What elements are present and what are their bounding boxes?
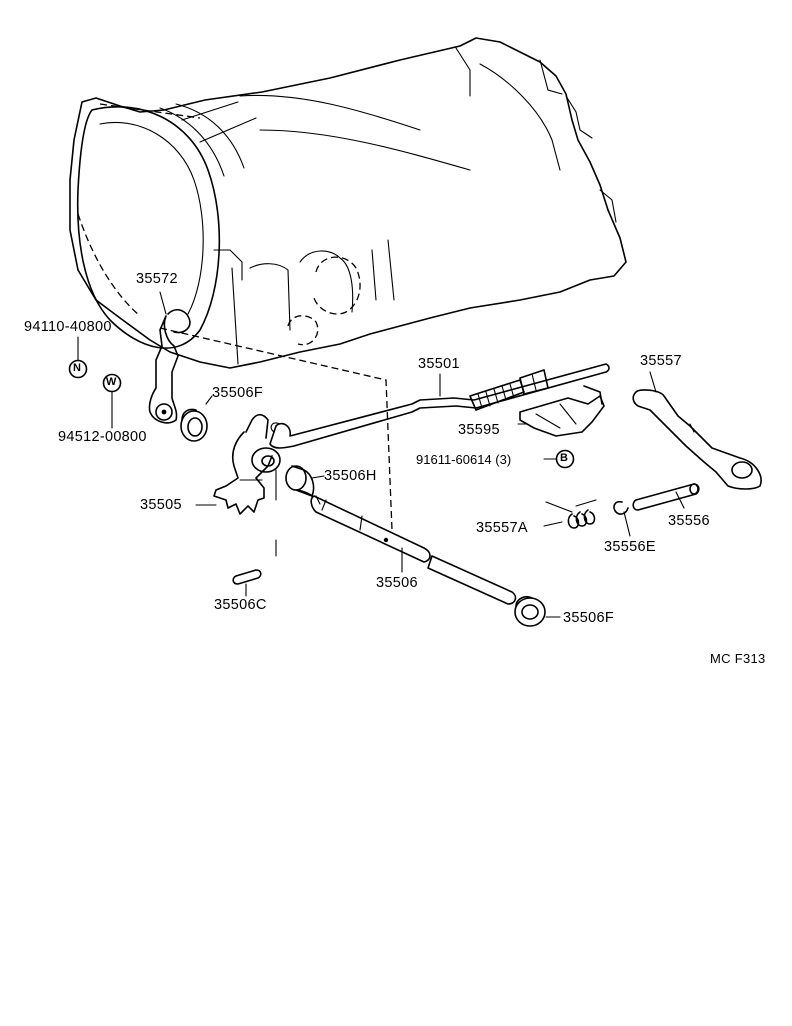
part-label-35557: 35557 — [640, 353, 682, 369]
pivot-pin — [632, 483, 700, 511]
detent-lever — [213, 413, 281, 515]
part-label-35595: 35595 — [458, 422, 500, 438]
shaft — [310, 495, 517, 605]
figure-code: MC F313 — [710, 651, 766, 666]
part-label-94512-00800: 94512-00800 — [58, 429, 147, 445]
part-label-35557A: 35557A — [476, 520, 528, 536]
part-label-35506F-upper: 35506F — [212, 385, 263, 401]
bolt-symbol-letter: B — [560, 452, 568, 464]
part-label-35506C: 35506C — [214, 597, 267, 613]
part-label-35506: 35506 — [376, 575, 418, 591]
snap-ring — [613, 500, 629, 515]
spring — [545, 499, 597, 529]
pin — [232, 569, 262, 585]
shift-lever — [148, 309, 191, 424]
control-rod — [269, 363, 610, 449]
part-label-35556: 35556 — [668, 513, 710, 529]
part-label-35556E: 35556E — [604, 539, 656, 555]
bushing — [285, 465, 315, 497]
clamp-bracket — [519, 385, 605, 437]
part-label-35506F-lower: 35506F — [563, 610, 614, 626]
transmission-case — [69, 37, 627, 531]
part-label-35572: 35572 — [136, 271, 178, 287]
washer-symbol-letter: W — [106, 376, 117, 388]
oil-seal-lower — [514, 595, 546, 627]
part-label-94110-40800: 94110-40800 — [24, 319, 112, 335]
part-label-35506H: 35506H — [324, 468, 377, 484]
part-label-35505: 35505 — [140, 497, 182, 513]
throttle-lever — [632, 389, 762, 490]
nut-symbol-letter: N — [73, 362, 81, 374]
oil-seal-upper — [180, 408, 208, 442]
part-label-91611-60614: 91611-60614 (3) — [416, 452, 512, 467]
part-label-35501: 35501 — [418, 356, 460, 372]
